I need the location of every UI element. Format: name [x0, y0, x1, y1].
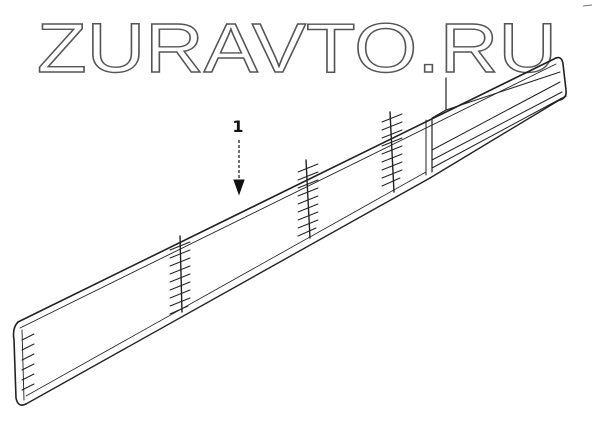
- strip-mid-line: [25, 171, 427, 397]
- watermark-text: ZURAVTO.RU: [37, 9, 557, 87]
- left-end-ticks: [21, 333, 35, 391]
- clip-row-2: [297, 159, 319, 239]
- callout-1: 1: [232, 117, 245, 196]
- strip-bottom-edge: [25, 177, 431, 405]
- step-block: [431, 77, 447, 173]
- strip-top-edge: [17, 57, 557, 323]
- strip-bottom-edge-right: [429, 95, 567, 179]
- strip-left-end: [12, 321, 27, 406]
- clip-row-1: [169, 235, 191, 315]
- trim-strip-part: [12, 56, 567, 406]
- callout-label-1: 1: [232, 117, 243, 136]
- corner-mark: [582, 4, 593, 7]
- channel-line-1: [445, 71, 561, 111]
- strip-left-end-inner: [21, 329, 25, 401]
- clip-row-3: [381, 111, 403, 193]
- strip-top-edge-inner: [19, 63, 557, 329]
- strip-right-end: [555, 56, 567, 101]
- channel-line-4: [431, 97, 563, 169]
- channel-line-3: [431, 91, 563, 161]
- callout-arrow-head: [233, 179, 245, 196]
- channel-line-2: [431, 81, 561, 151]
